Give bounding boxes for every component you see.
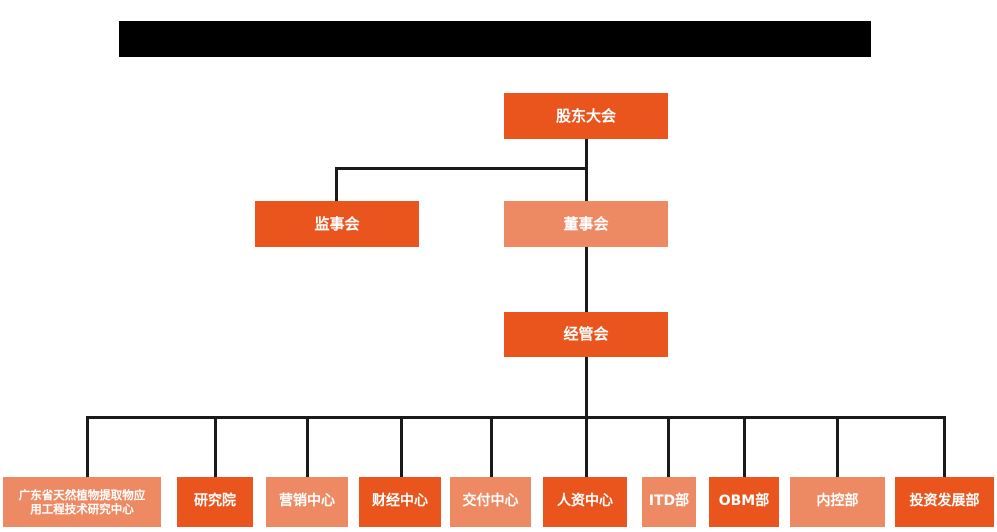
- org-node-label: 营销中心: [279, 493, 335, 510]
- org-node-label: 监事会: [314, 214, 360, 233]
- org-node-label: 交付中心: [462, 493, 519, 510]
- org-node-research-institute[interactable]: 研究院: [177, 477, 253, 527]
- org-node-finance-center[interactable]: 财经中心: [359, 477, 441, 527]
- org-node-obm-dept[interactable]: OBM部: [709, 477, 779, 527]
- org-node-label: 股东大会: [555, 106, 616, 125]
- connector-drop-itd-dept: [667, 416, 670, 477]
- org-node-label: 人资中心: [557, 493, 613, 510]
- org-node-label: 广东省天然植物提取物应 用工程技术研究中心: [18, 487, 146, 516]
- org-node-label: 财经中心: [372, 493, 428, 510]
- org-node-label: 投资发展部: [909, 493, 980, 510]
- connector-supervisors-down: [335, 167, 338, 201]
- org-node-eng-center[interactable]: 广东省天然植物提取物应 用工程技术研究中心: [3, 477, 161, 527]
- redacted-title-bar: [119, 21, 871, 57]
- org-node-management[interactable]: 经管会: [504, 312, 668, 357]
- org-node-investment-dev-dept[interactable]: 投资发展部: [895, 477, 994, 527]
- org-node-label: ITD部: [648, 493, 690, 510]
- connector-drop-finance-center: [400, 416, 403, 477]
- org-node-hr-center[interactable]: 人资中心: [543, 477, 627, 527]
- connector-drop-investment-dev-dept: [943, 416, 946, 477]
- org-node-label: 内控部: [816, 493, 859, 510]
- connector-management-down: [585, 356, 588, 418]
- connector-drop-internal-control-dept: [836, 416, 839, 477]
- org-node-supervisors[interactable]: 监事会: [255, 201, 419, 247]
- org-node-label: OBM部: [718, 493, 770, 510]
- connector-drop-hr-center: [585, 416, 588, 477]
- org-node-label: 经管会: [563, 325, 609, 344]
- org-node-shareholders[interactable]: 股东大会: [504, 93, 668, 139]
- connector-drop-eng-center: [86, 416, 89, 477]
- org-node-directors[interactable]: 董事会: [504, 201, 668, 247]
- connector-drop-delivery-center: [490, 416, 493, 477]
- connector-level2-bus: [335, 167, 588, 170]
- org-node-label: 董事会: [563, 214, 609, 233]
- org-node-marketing-center[interactable]: 营销中心: [266, 477, 348, 527]
- connector-directors-down: [585, 167, 588, 201]
- connector-shareholders-down: [585, 139, 588, 169]
- org-node-delivery-center[interactable]: 交付中心: [450, 477, 531, 527]
- connector-drop-marketing-center: [306, 416, 309, 477]
- connector-directors-management: [585, 240, 588, 312]
- connector-drop-research-institute: [214, 416, 217, 477]
- org-node-internal-control-dept[interactable]: 内控部: [790, 477, 885, 527]
- org-node-itd-dept[interactable]: ITD部: [642, 477, 696, 527]
- connector-drop-obm-dept: [743, 416, 746, 477]
- org-node-label: 研究院: [194, 493, 236, 510]
- connector-level4-bus: [86, 416, 944, 419]
